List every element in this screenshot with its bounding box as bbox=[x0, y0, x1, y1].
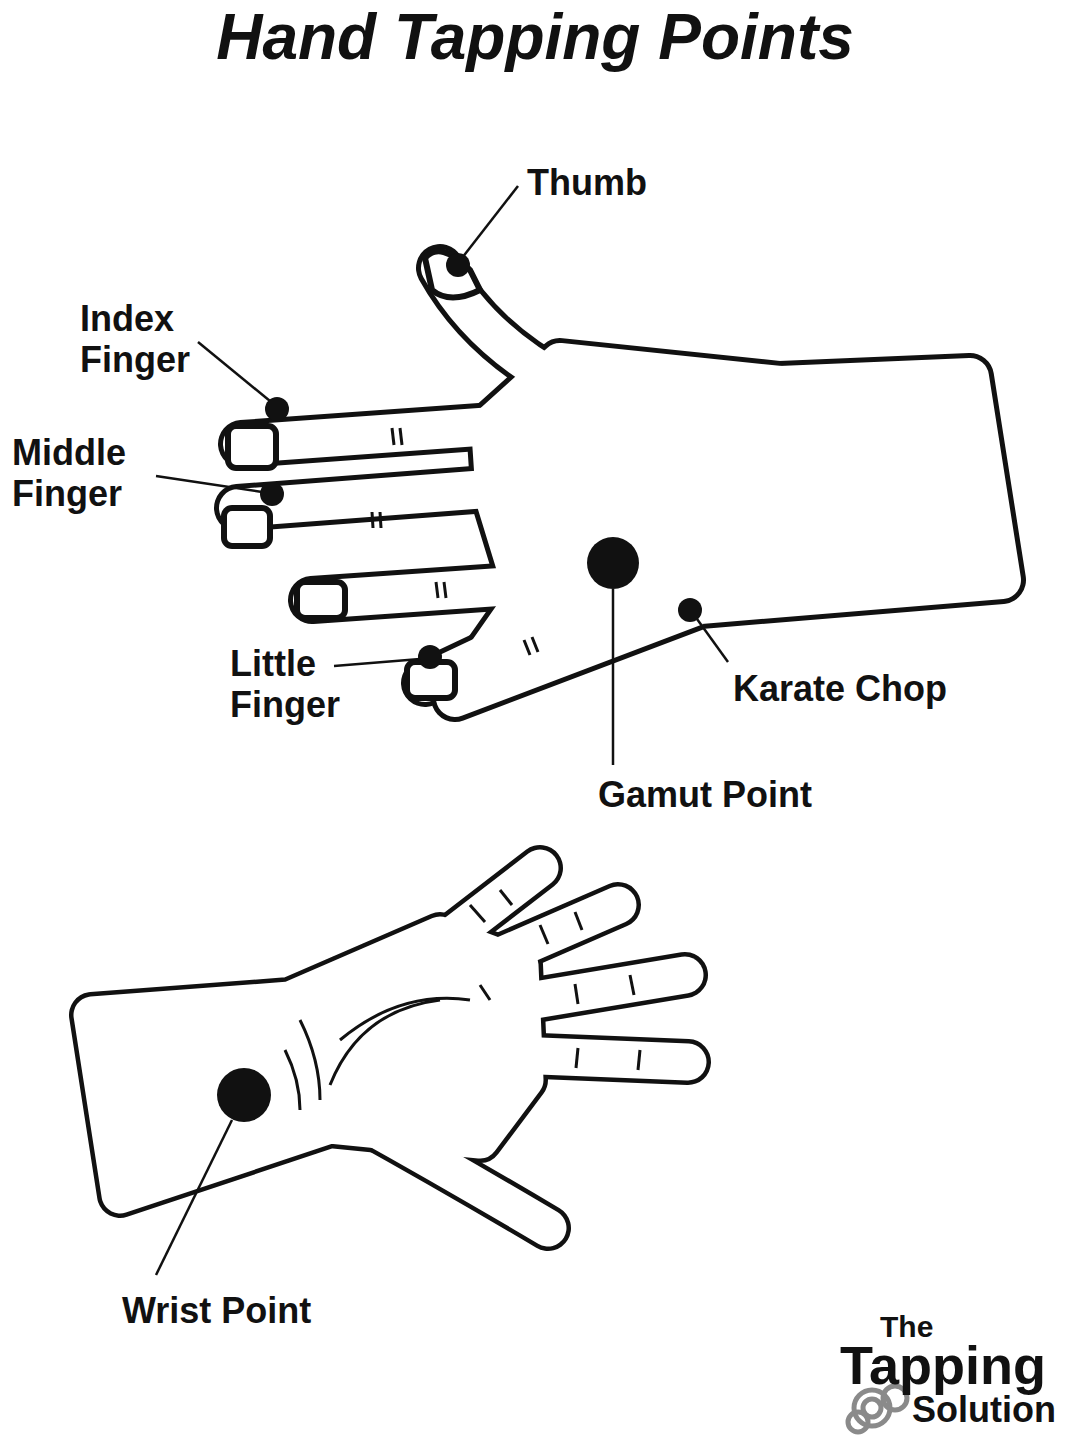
logo-text: Solution bbox=[912, 1392, 1056, 1428]
point-label: Index Finger bbox=[80, 298, 190, 381]
point-label: Middle Finger bbox=[12, 432, 126, 515]
point-label: Thumb bbox=[527, 162, 647, 203]
point-label: Gamut Point bbox=[598, 774, 812, 815]
point-label: Little Finger bbox=[230, 643, 340, 726]
diagram-title: Hand Tapping Points bbox=[216, 2, 854, 72]
logo-text: Tapping bbox=[840, 1338, 1046, 1392]
point-label: Wrist Point bbox=[122, 1290, 311, 1331]
point-label: Karate Chop bbox=[733, 668, 947, 709]
